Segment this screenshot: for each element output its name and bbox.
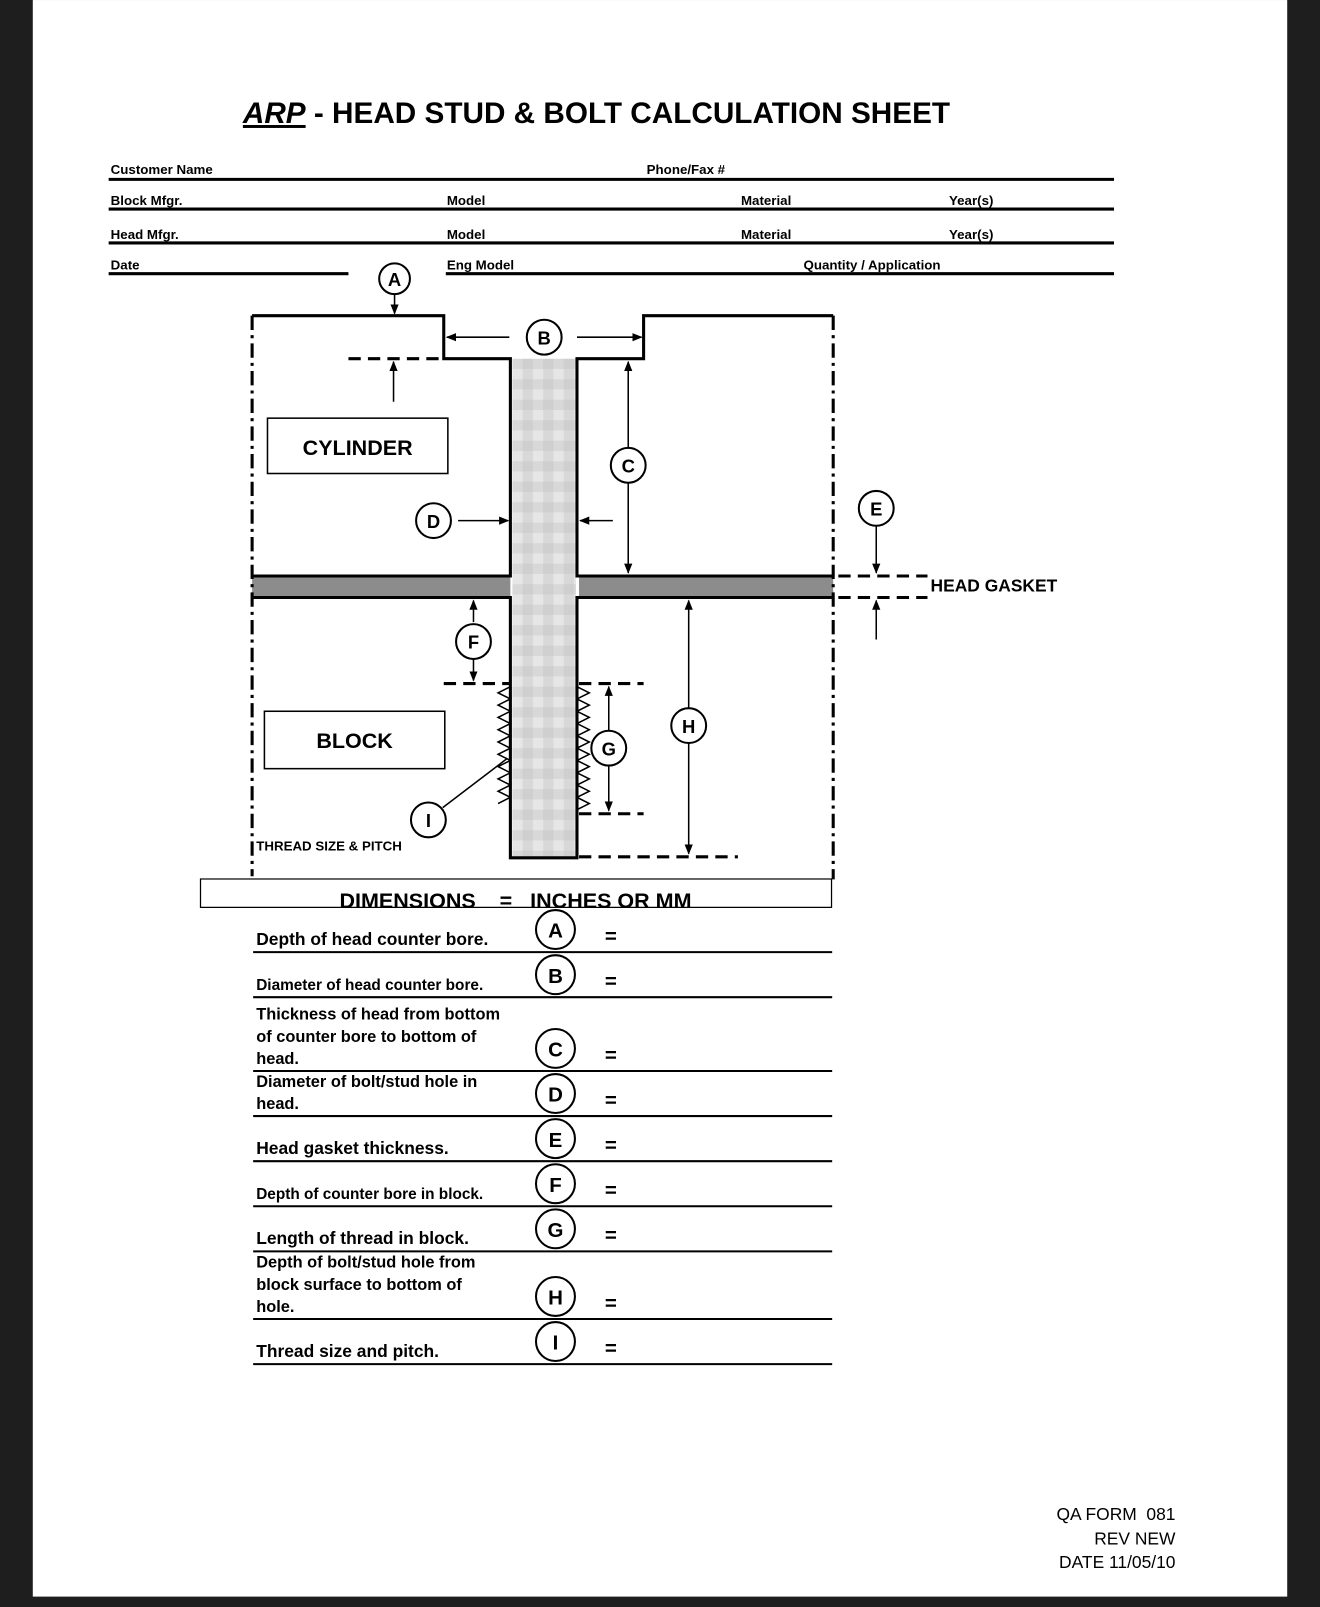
dimensions-list: Depth of head counter bore.A=Diameter of… [253,909,833,1366]
dimension-value[interactable]: = [605,1224,617,1247]
page-title: ARP - HEAD STUD & BOLT CALCULATION SHEET [242,97,950,130]
marker-e: E [870,499,882,520]
head-material-label: Material [741,227,791,242]
marker-i: I [426,810,431,831]
dimension-marker-letter: C [548,1039,563,1062]
dimension-label: Diameter of bolt/stud hole in [256,1073,477,1091]
dimension-marker-letter: E [549,1129,563,1152]
marker-a: A [388,269,401,290]
block-label: BLOCK [316,729,393,753]
dimension-marker-letter: A [548,920,563,943]
dimension-label: Thickness of head from bottom [256,1006,500,1024]
dimension-marker-letter: H [548,1287,563,1310]
block-outline [252,595,834,860]
dimension-value[interactable]: = [605,925,617,948]
dimension-marker [534,909,576,951]
stud [512,358,576,858]
dimension-label: of counter bore to bottom of [256,1028,477,1046]
block-model-label: Model [447,193,485,208]
eng-model-label: Eng Model [447,258,514,273]
dimension-row-f: Depth of counter bore in block. F = [253,1163,833,1208]
marker-h: H [682,716,695,737]
head-gasket-left [252,575,511,598]
head-gasket-right [579,575,834,598]
header-form: Customer Name Phone/Fax # Block Mfgr. Mo… [108,162,1115,276]
dimension-marker-letter: F [549,1174,562,1197]
dimension-value[interactable]: = [605,1292,617,1315]
dimension-marker [534,1275,576,1317]
cylinder-head-right [575,314,834,578]
dimension-row-b: Diameter of head counter bore. B = [253,954,833,999]
footer: QA FORM 081 REV NEW DATE 11/05/10 [1057,1504,1177,1572]
form-date: DATE 11/05/10 [1059,1552,1175,1572]
dimension-value[interactable]: = [605,1337,617,1360]
head-mfgr-label: Head Mfgr. [111,227,179,242]
cylinder-head-left [252,314,512,578]
marker-d: D [427,511,440,532]
thread-right [575,685,592,811]
page [32,0,1288,1597]
cylinder-label: CYLINDER [303,436,413,460]
dimension-row-h: Depth of bolt/stud hole from block surfac… [253,1254,833,1321]
marker-f: F [468,632,479,653]
dimension-marker [534,954,576,996]
dimension-row-c: Thickness of head from bottom of counter … [253,1006,833,1073]
dimension-value[interactable]: = [605,1044,617,1067]
dimension-marker-letter: I [553,1332,559,1355]
marker-b: B [538,327,551,348]
stud-diagram: CYLINDER BLOCK THREAD SIZE & PITCH HEAD … [250,262,1058,880]
dimension-marker [534,1118,576,1160]
dimension-marker [534,1073,576,1115]
thread-size-pitch-label: THREAD SIZE & PITCH [256,839,402,854]
thread-left [496,685,513,805]
quantity-application-label: Quantity / Application [803,258,940,273]
dimension-marker-letter: B [548,965,563,988]
dimension-marker [534,1208,576,1250]
dimension-row-g: Length of thread in block. G = [253,1208,833,1253]
dimension-marker [534,1027,576,1069]
marker-c: C [622,455,635,476]
dimension-value[interactable]: = [605,1089,617,1112]
dimension-label: Head gasket thickness. [256,1138,449,1158]
head-model-label: Model [447,227,485,242]
customer-name-label: Customer Name [111,162,213,177]
dimension-label: Depth of counter bore in block. [256,1186,483,1203]
dimension-label: Depth of bolt/stud hole from [256,1254,475,1272]
dimension-label: head. [256,1050,299,1068]
dimension-value[interactable]: = [605,1134,617,1157]
revision: REV NEW [1094,1528,1176,1548]
block-mfgr-label: Block Mfgr. [111,193,183,208]
head-years-label: Year(s) [949,227,993,242]
dimension-value[interactable]: = [605,1179,617,1202]
dimension-marker-letter: D [548,1084,563,1107]
block-years-label: Year(s) [949,193,993,208]
dimension-label: hole. [256,1298,294,1316]
marker-g: G [602,738,616,759]
dimension-row-i: Thread size and pitch. I = [253,1321,833,1366]
dimension-value[interactable]: = [605,970,617,993]
dimension-row-a: Depth of head counter bore. A = [253,909,833,954]
head-gasket-label: HEAD GASKET [931,575,1058,595]
dimension-label: Length of thread in block. [256,1228,469,1248]
dimension-label: block surface to bottom of [256,1276,462,1294]
dimension-marker [534,1163,576,1205]
dimension-label: head. [256,1095,299,1113]
dimension-label: Thread size and pitch. [256,1341,439,1361]
block-material-label: Material [741,193,791,208]
phone-fax-label: Phone/Fax # [647,162,726,177]
form-number: QA FORM 081 [1057,1504,1176,1524]
date-label: Date [111,258,140,273]
dimension-row-e: Head gasket thickness. E = [253,1118,833,1163]
dimensions-header: DIMENSIONS = INCHES OR MM [339,889,691,913]
dimension-label: Diameter of head counter bore. [256,977,483,994]
dimension-marker [534,1321,576,1363]
dimension-marker-letter: G [547,1219,563,1242]
dimension-row-d: Diameter of bolt/stud hole in head. D = [253,1073,833,1118]
dimension-label: Depth of head counter bore. [256,929,488,949]
